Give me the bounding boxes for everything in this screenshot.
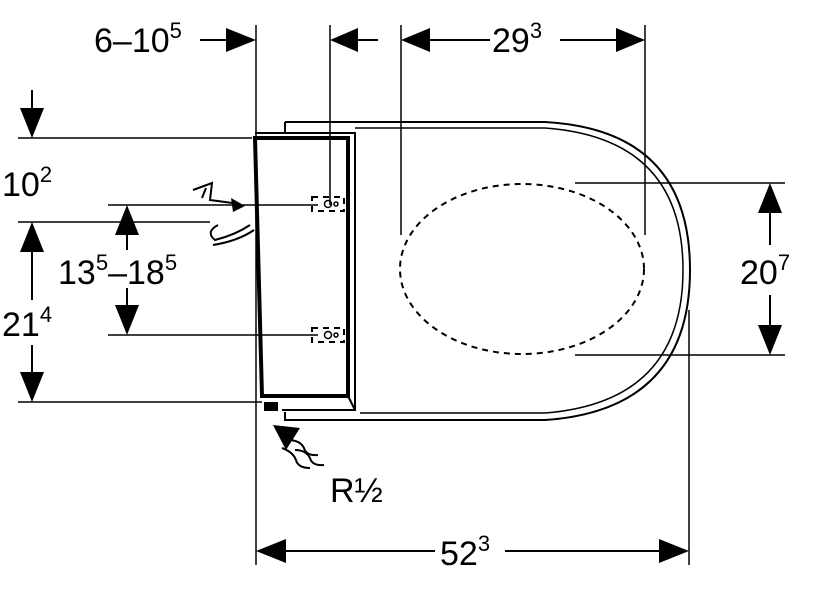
dim-label-right: 207 [740, 250, 790, 292]
extension-lines [18, 25, 785, 565]
dim-label-left-mid: 135–185 [58, 250, 177, 292]
water-connection-label: R½ [330, 472, 383, 510]
dim-line-bottom [256, 539, 689, 563]
water-inlet-icon [273, 425, 325, 469]
dim-line-left-mid [115, 205, 139, 335]
fixing-point-upper [311, 196, 345, 212]
dim-label-top-right: 293 [492, 18, 542, 60]
dim-line-left-bottom [20, 222, 44, 402]
lightning-bolt-icon [192, 181, 245, 212]
seat-outline [284, 121, 692, 421]
dim-line-top-left [200, 28, 378, 52]
fixing-point-lower [311, 327, 345, 343]
dim-label-left-bottom: 214 [2, 302, 52, 344]
dim-label-left-top: 102 [2, 162, 52, 204]
dim-label-bottom: 523 [440, 531, 490, 573]
cable-icon [209, 224, 255, 246]
dim-line-left-top [20, 90, 44, 138]
rear-unit [252, 132, 356, 411]
dim-line-top-right [401, 28, 645, 52]
bowl-opening-dashed [399, 183, 645, 355]
dim-line-right [758, 183, 782, 355]
dim-label-top-left: 6–105 [94, 18, 182, 60]
